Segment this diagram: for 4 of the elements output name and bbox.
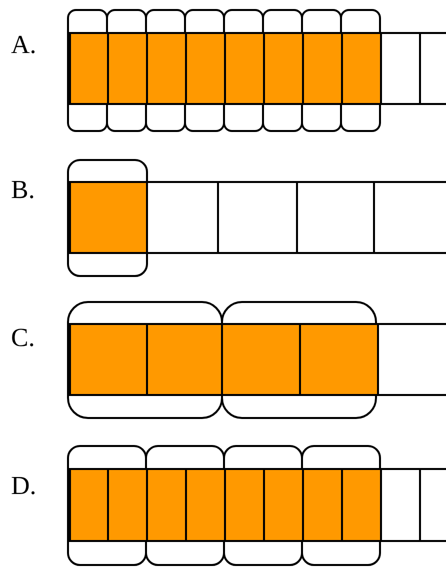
row-label: C. <box>11 325 35 351</box>
row-label: D. <box>11 473 36 499</box>
row-label: B. <box>11 177 35 203</box>
row-label: A. <box>11 32 36 58</box>
